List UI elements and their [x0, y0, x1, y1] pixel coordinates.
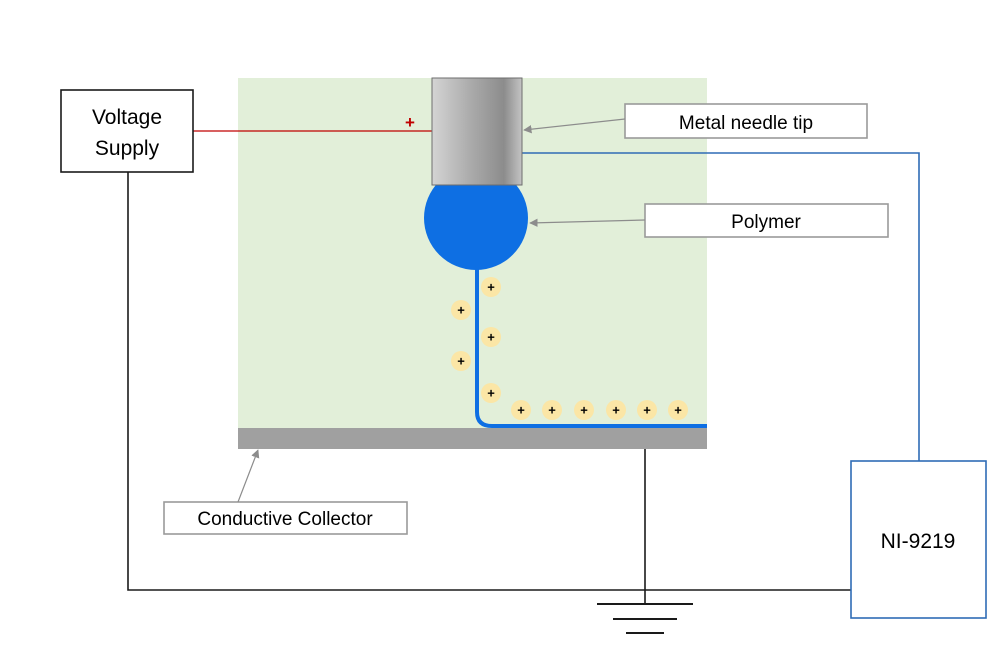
charge-plus-sign: + — [487, 280, 495, 295]
charge-plus-sign: + — [643, 403, 651, 418]
charge-plus-sign: + — [548, 403, 556, 418]
polymer-droplet — [424, 166, 528, 270]
metal-needle-tip-callout — [624, 103, 868, 139]
polymer-label: Polymer — [731, 212, 801, 233]
daq-module-box — [850, 460, 987, 619]
voltage-supply-label-line1: Voltage — [92, 106, 162, 129]
charge-plus-sign: + — [674, 403, 682, 418]
charge-particle — [481, 383, 501, 403]
metal-needle-tip-label: Metal needle tip — [679, 113, 813, 134]
charge-particle — [637, 400, 657, 420]
polymer-fiber-jet — [475, 266, 707, 428]
charge-particle — [451, 351, 471, 371]
charge-plus-sign: + — [612, 403, 620, 418]
supply-ground-wire — [127, 172, 851, 591]
polymer-callout — [644, 203, 889, 238]
charge-particle — [542, 400, 562, 420]
charge-particles: + + + + + + + + + + + — [451, 277, 688, 420]
charge-plus-sign: + — [457, 303, 465, 318]
conductive-collector-pointer — [237, 449, 260, 503]
charge-plus-sign: + — [487, 330, 495, 345]
charge-particle — [481, 327, 501, 347]
positive-terminal-label: + — [405, 113, 415, 132]
charge-particle — [574, 400, 594, 420]
conductive-collector-label: Conductive Collector — [197, 509, 373, 530]
needle-to-daq-wire — [522, 152, 920, 461]
charge-particle — [668, 400, 688, 420]
voltage-supply-box — [60, 89, 194, 173]
conductive-collector-callout — [163, 501, 408, 535]
metal-needle — [431, 77, 523, 186]
metal-needle-tip-pointer — [523, 118, 626, 134]
charge-particle — [451, 300, 471, 320]
conductive-collector-plate — [238, 428, 707, 449]
charge-plus-sign: + — [580, 403, 588, 418]
charge-plus-sign: + — [457, 354, 465, 369]
daq-module-label: NI-9219 — [881, 530, 956, 553]
polymer-pointer — [529, 218, 646, 228]
charge-particle — [606, 400, 626, 420]
charge-particle — [511, 400, 531, 420]
charge-particle — [481, 277, 501, 297]
charge-plus-sign: + — [517, 403, 525, 418]
charge-plus-sign: + — [487, 386, 495, 401]
ground-symbol — [597, 603, 693, 634]
voltage-supply-label-line2: Supply — [95, 137, 160, 160]
